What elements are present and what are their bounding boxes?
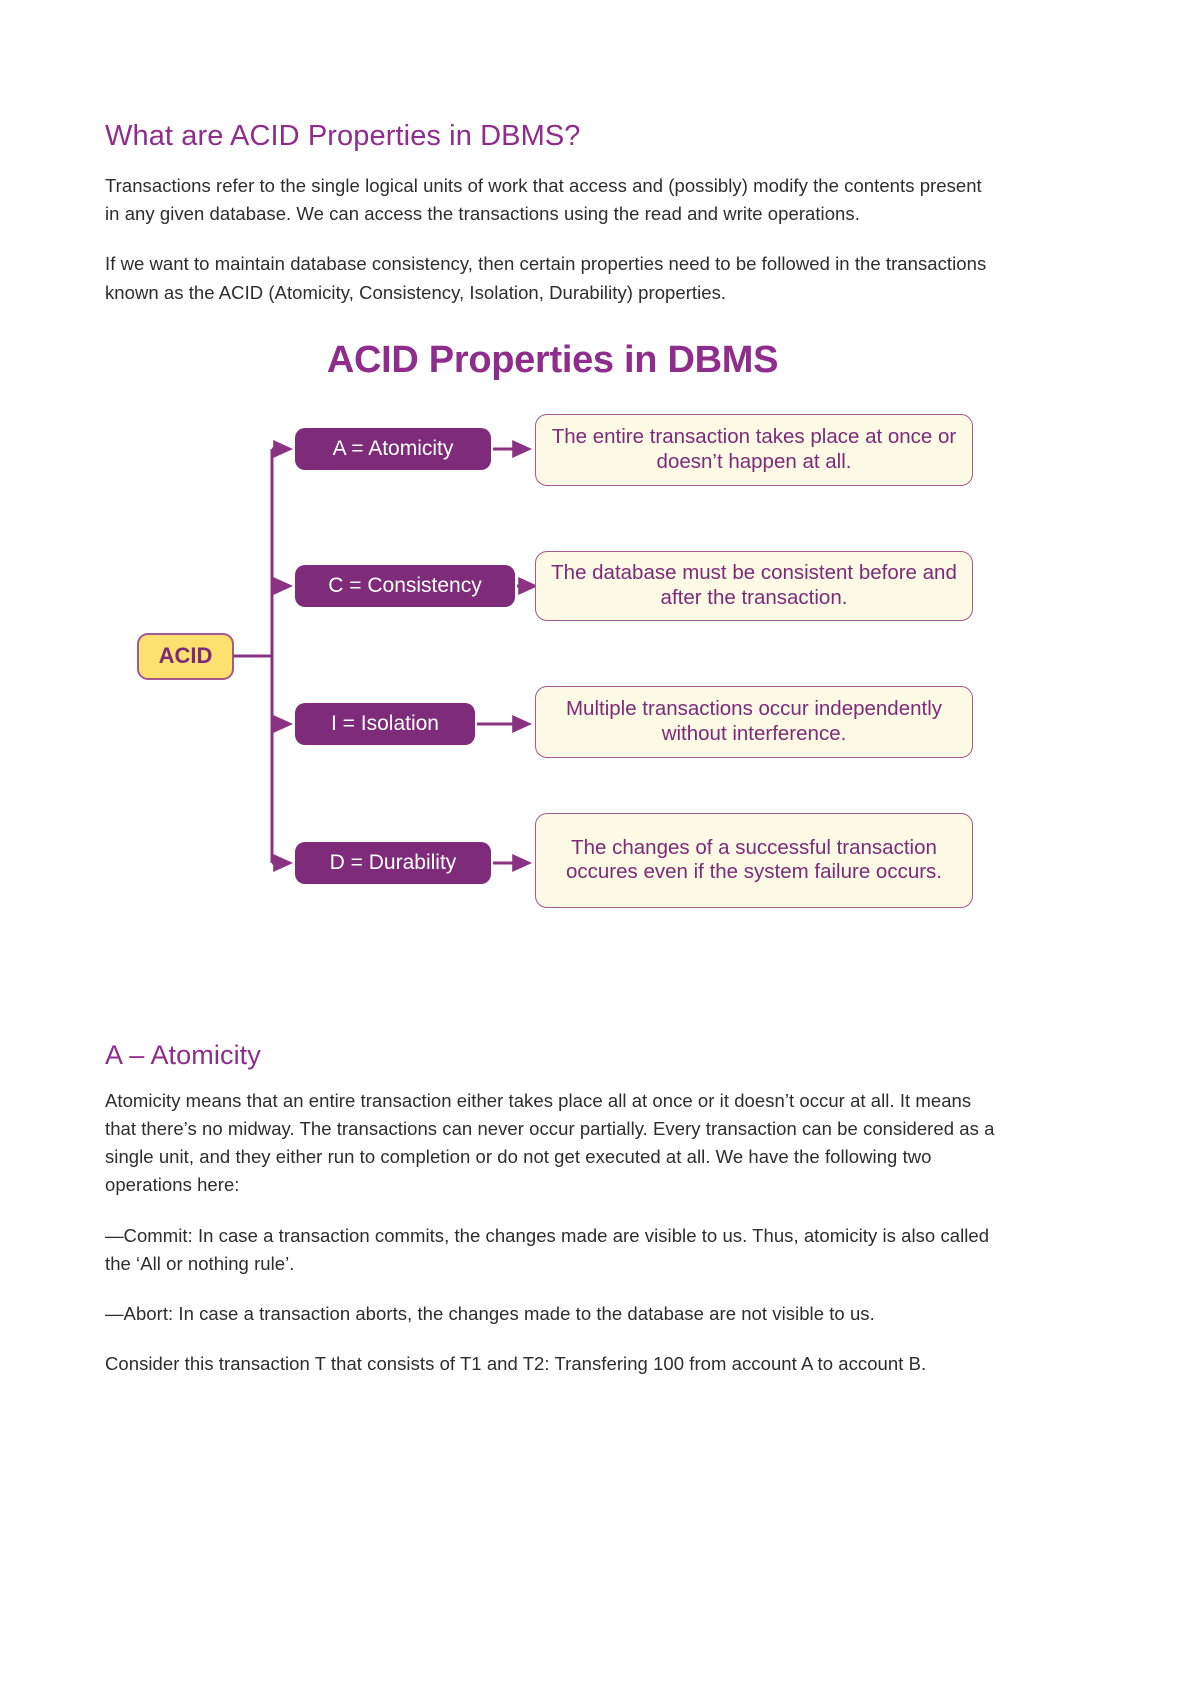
diagram-connectors — [234, 439, 539, 872]
page-title: What are ACID Properties in DBMS? — [105, 120, 581, 152]
section-paragraph-commit: —Commit: In case a transaction commits, … — [105, 1224, 990, 1274]
diagram-property-consistency: C = Consistency — [295, 564, 515, 607]
diagram-description-consistency: The database must be consistent before a… — [535, 550, 973, 621]
diagram-property-isolation: I = Isolation — [295, 702, 475, 745]
document-content: What are ACID Properties in DBMS? Transa… — [105, 118, 1000, 1400]
section-paragraph-example: Consider this transaction T that consist… — [105, 1352, 927, 1374]
intro-paragraph-2: If we want to maintain database consiste… — [105, 253, 987, 303]
diagram-canvas: ACID A = Atomicity The entire transactio… — [105, 401, 1000, 941]
diagram-property-durability: D = Durability — [295, 841, 491, 884]
diagram-title: ACID Properties in DBMS — [326, 338, 779, 381]
diagram-description-isolation: Multiple transactions occur independentl… — [535, 685, 973, 758]
intro-paragraph-1: Transactions refer to the single logical… — [105, 175, 982, 225]
acid-properties-diagram: ACID Properties in DBMS — [105, 339, 1000, 939]
diagram-root-node: ACID — [137, 632, 234, 680]
diagram-property-atomicity: A = Atomicity — [295, 427, 491, 470]
section-heading-atomicity: A – Atomicity — [105, 1039, 261, 1070]
diagram-description-durability: The changes of a successful transaction … — [535, 812, 973, 908]
diagram-description-atomicity: The entire transaction takes place at on… — [535, 413, 973, 486]
section-paragraph-1: Atomicity means that an entire transacti… — [105, 1090, 995, 1196]
section-paragraph-abort: —Abort: In case a transaction aborts, th… — [105, 1302, 875, 1324]
